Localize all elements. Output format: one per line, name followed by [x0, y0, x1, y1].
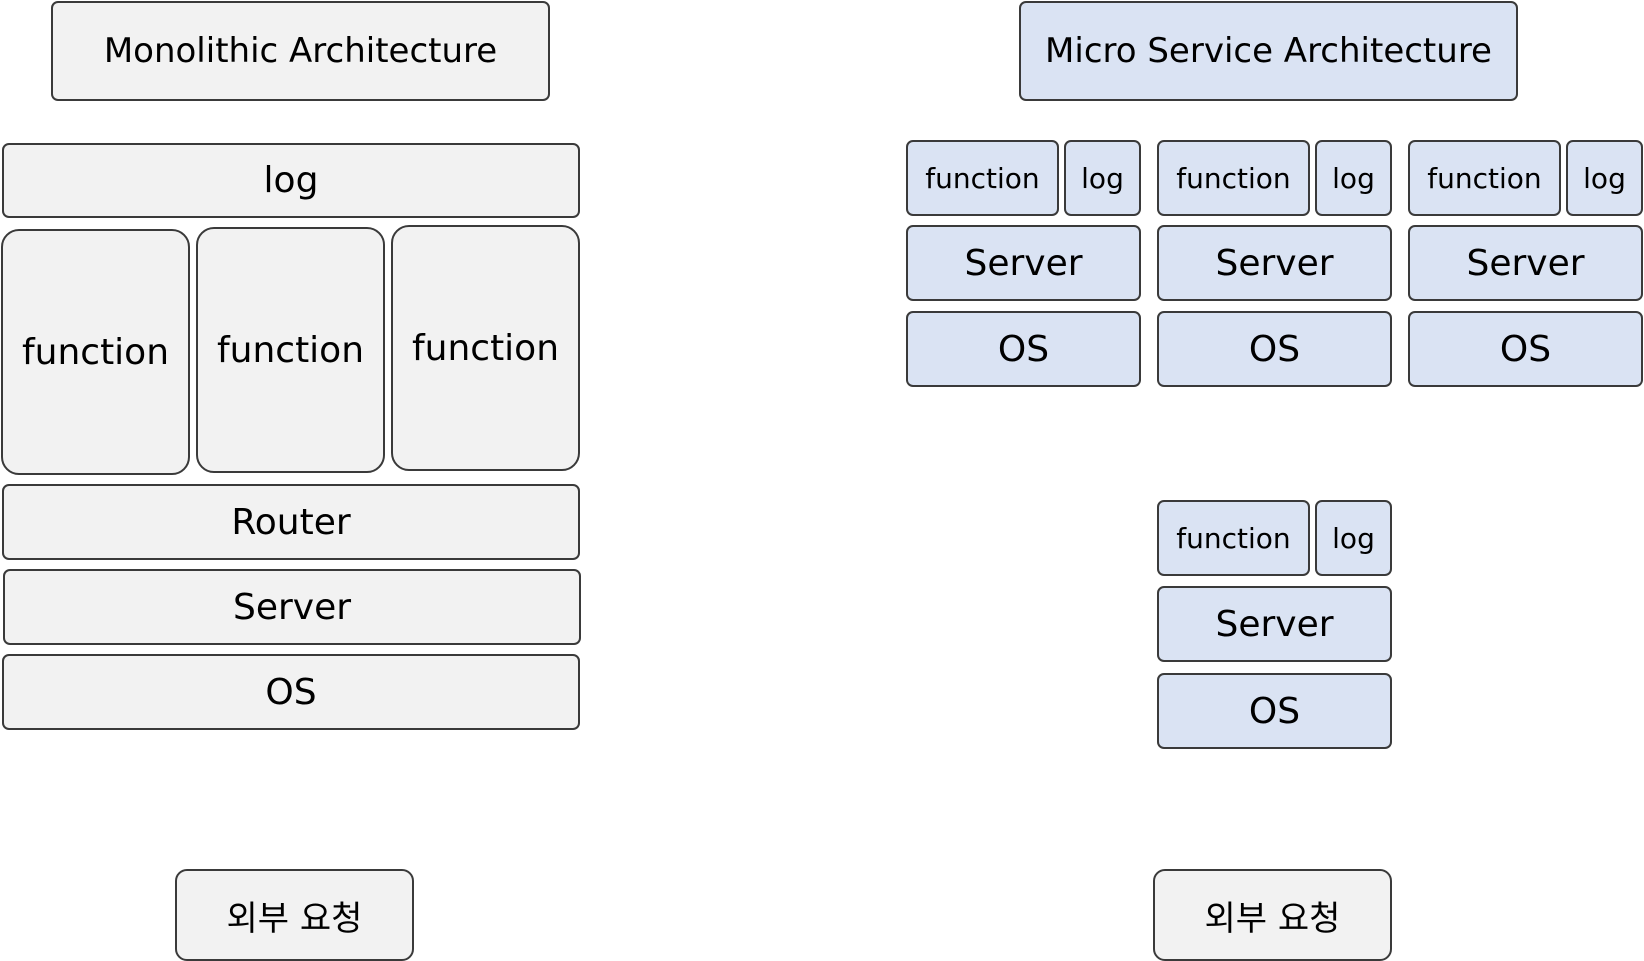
monolithic-log-layer: log	[2, 143, 580, 218]
monolithic-server-layer: Server	[3, 569, 581, 645]
monolithic-router-layer: Router	[2, 484, 580, 560]
monolithic-external-request: 외부 요청	[175, 869, 414, 961]
service-1-os: OS	[906, 311, 1141, 387]
service-2-server: Server	[1157, 225, 1392, 301]
service-3-function: function	[1408, 140, 1561, 216]
service-3-os: OS	[1408, 311, 1643, 387]
service-1-log: log	[1064, 140, 1141, 216]
monolithic-title: Monolithic Architecture	[51, 1, 550, 101]
monolithic-os-layer: OS	[2, 654, 580, 730]
monolithic-function-3: function	[391, 225, 580, 471]
service-1-server: Server	[906, 225, 1141, 301]
service-3-server: Server	[1408, 225, 1643, 301]
service-4-os: OS	[1157, 673, 1392, 749]
service-2-function: function	[1157, 140, 1310, 216]
service-2-os: OS	[1157, 311, 1392, 387]
service-1-function: function	[906, 140, 1059, 216]
service-3-log: log	[1566, 140, 1643, 216]
microservice-external-request: 외부 요청	[1153, 869, 1392, 961]
service-4-server: Server	[1157, 586, 1392, 662]
service-4-log: log	[1315, 500, 1392, 576]
monolithic-function-1: function	[1, 229, 190, 475]
service-2-log: log	[1315, 140, 1392, 216]
microservice-title: Micro Service Architecture	[1019, 1, 1518, 101]
monolithic-function-2: function	[196, 227, 385, 473]
service-4-function: function	[1157, 500, 1310, 576]
